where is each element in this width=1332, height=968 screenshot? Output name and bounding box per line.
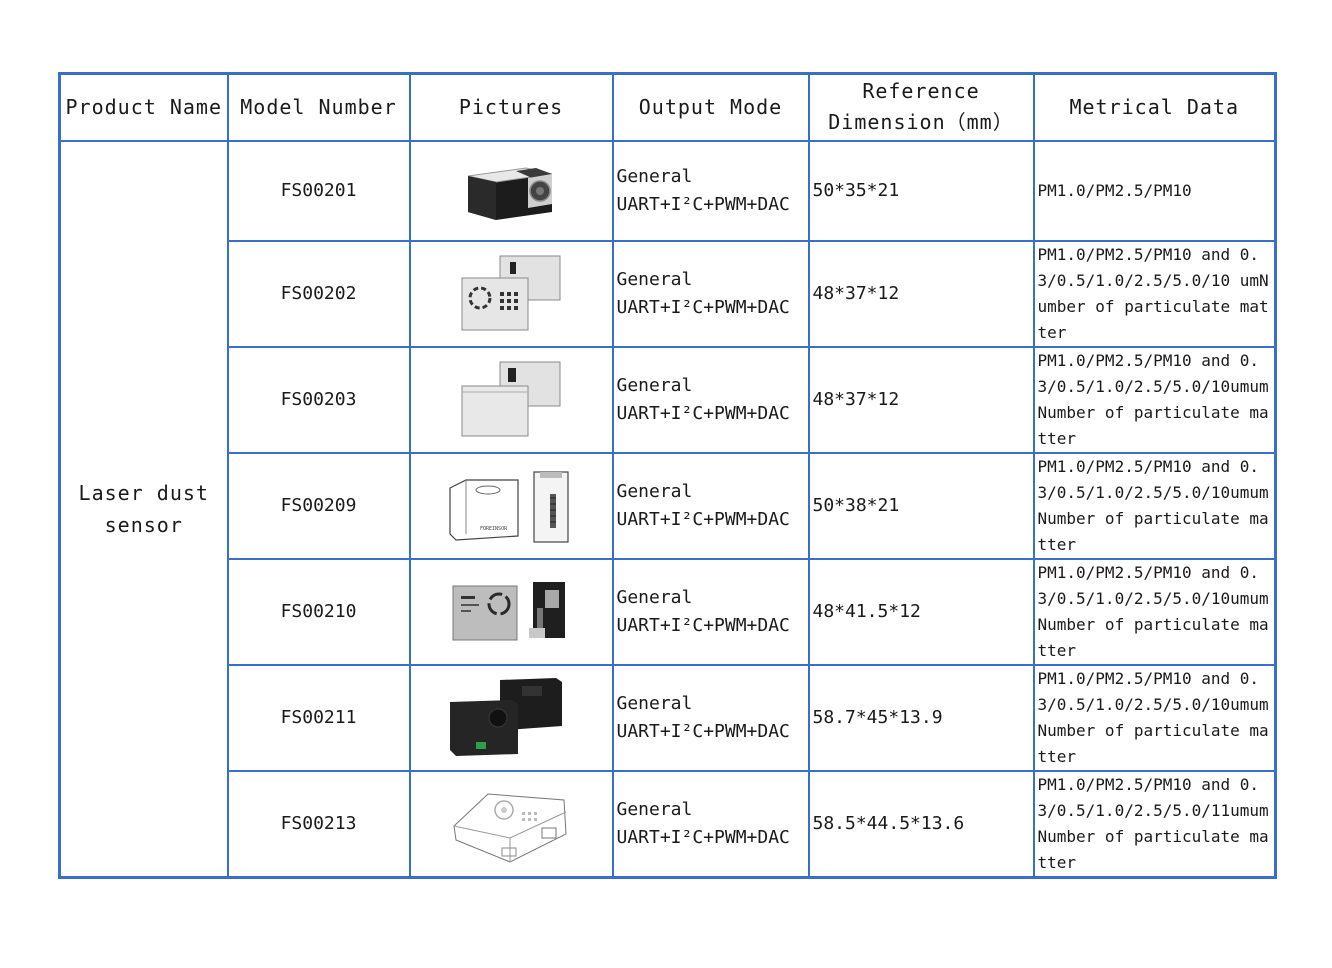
metrical-data: PM1.0/PM2.5/PM10 and 0.3/0.5/1.0/2.5/5.0… — [1032, 663, 1277, 772]
sensor-picture — [408, 345, 614, 454]
model-number: FS00202 — [226, 239, 411, 348]
product-spec-table: Product Name Model Number Pictures Outpu… — [58, 72, 1277, 879]
sensor-picture — [408, 663, 614, 772]
sensor-picture: FOREINSOR — [408, 451, 614, 560]
svg-text:FOREINSOR: FOREINSOR — [480, 526, 508, 532]
sensor-fs00213-image — [453, 792, 567, 863]
sensor-fs00202-image — [461, 255, 561, 330]
sensor-picture — [408, 557, 614, 666]
header-reference-dimension: Reference Dimension（mm） — [807, 72, 1035, 142]
header-row: Product Name Model Number Pictures Outpu… — [58, 72, 1277, 142]
metrical-data: PM1.0/PM2.5/PM10 and 0.3/0.5/1.0/2.5/5.0… — [1032, 557, 1277, 666]
metrical-data: PM1.0/PM2.5/PM10 and 0.3/0.5/1.0/2.5/5.0… — [1032, 239, 1277, 348]
header-output-mode: Output Mode — [611, 72, 810, 142]
reference-dimension: 58.5*44.5*13.6 — [807, 769, 1035, 878]
header-model-number: Model Number — [226, 72, 411, 142]
metrical-data: PM1.0/PM2.5/PM10 and 0.3/0.5/1.0/2.5/5.0… — [1032, 769, 1277, 878]
header-product-name: Product Name — [58, 72, 229, 142]
model-number: FS00211 — [226, 663, 411, 772]
model-number: FS00201 — [226, 139, 411, 242]
metrical-data: PM1.0/PM2.5/PM10 and 0.3/0.5/1.0/2.5/5.0… — [1032, 451, 1277, 560]
reference-dimension: 58.7*45*13.9 — [807, 663, 1035, 772]
sensor-fs00209-image: FOREINSOR — [449, 470, 569, 543]
product-name-cell: Laser dust sensor — [58, 139, 229, 878]
model-number: FS00213 — [226, 769, 411, 878]
header-metrical-data: Metrical Data — [1032, 72, 1277, 142]
reference-dimension: 50*35*21 — [807, 139, 1035, 242]
metrical-data: PM1.0/PM2.5/PM10 — [1032, 139, 1277, 242]
header-pictures: Pictures — [408, 72, 614, 142]
model-number: FS00209 — [226, 451, 411, 560]
sensor-fs00210-image — [452, 581, 565, 640]
reference-dimension: 48*41.5*12 — [807, 557, 1035, 666]
reference-dimension: 48*37*12 — [807, 345, 1035, 454]
sensor-fs00201-image — [467, 166, 553, 220]
reference-dimension: 48*37*12 — [807, 239, 1035, 348]
sensor-picture — [408, 139, 614, 242]
reference-dimension: 50*38*21 — [807, 451, 1035, 560]
model-number: FS00203 — [226, 345, 411, 454]
sensor-picture — [408, 239, 614, 348]
sensor-fs00211-image — [450, 677, 562, 756]
model-number: FS00210 — [226, 557, 411, 666]
sensor-picture — [408, 769, 614, 878]
sensor-fs00203-image — [461, 361, 561, 436]
metrical-data: PM1.0/PM2.5/PM10 and 0.3/0.5/1.0/2.5/5.0… — [1032, 345, 1277, 454]
